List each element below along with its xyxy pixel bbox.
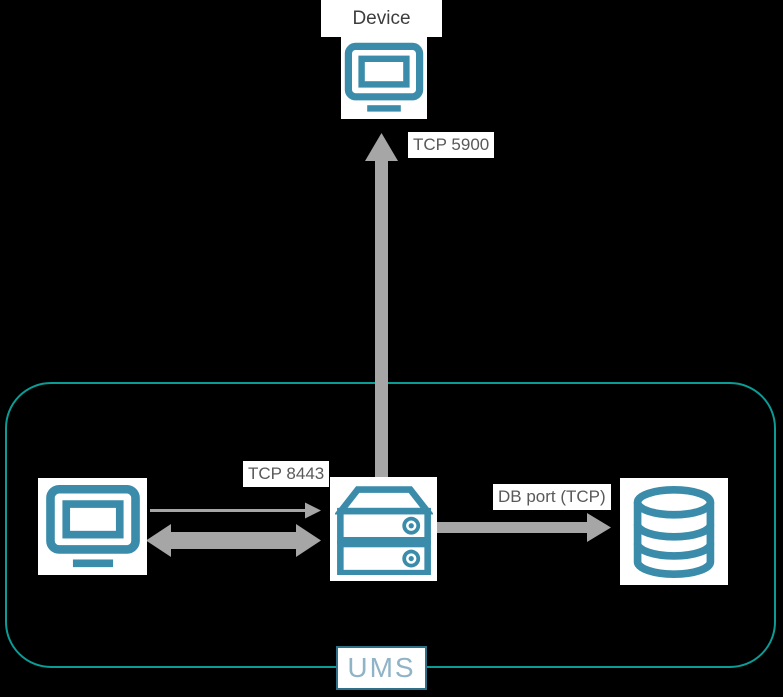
browser-node [38, 478, 147, 575]
device-node-label: Device [321, 0, 442, 37]
db-port-label: DB port (TCP) [493, 484, 611, 510]
https-port-label: TCP 8443 [243, 461, 330, 487]
monitor-icon [45, 484, 140, 567]
database-node [620, 478, 728, 585]
vnc-port-label: TCP 5900 [408, 132, 495, 158]
database-icon [633, 485, 715, 578]
monitor-icon [344, 42, 424, 112]
device-node [341, 37, 427, 119]
ums-zone-badge: UMS [336, 646, 427, 690]
server-icon [334, 486, 433, 575]
ums-server-node [330, 477, 437, 581]
